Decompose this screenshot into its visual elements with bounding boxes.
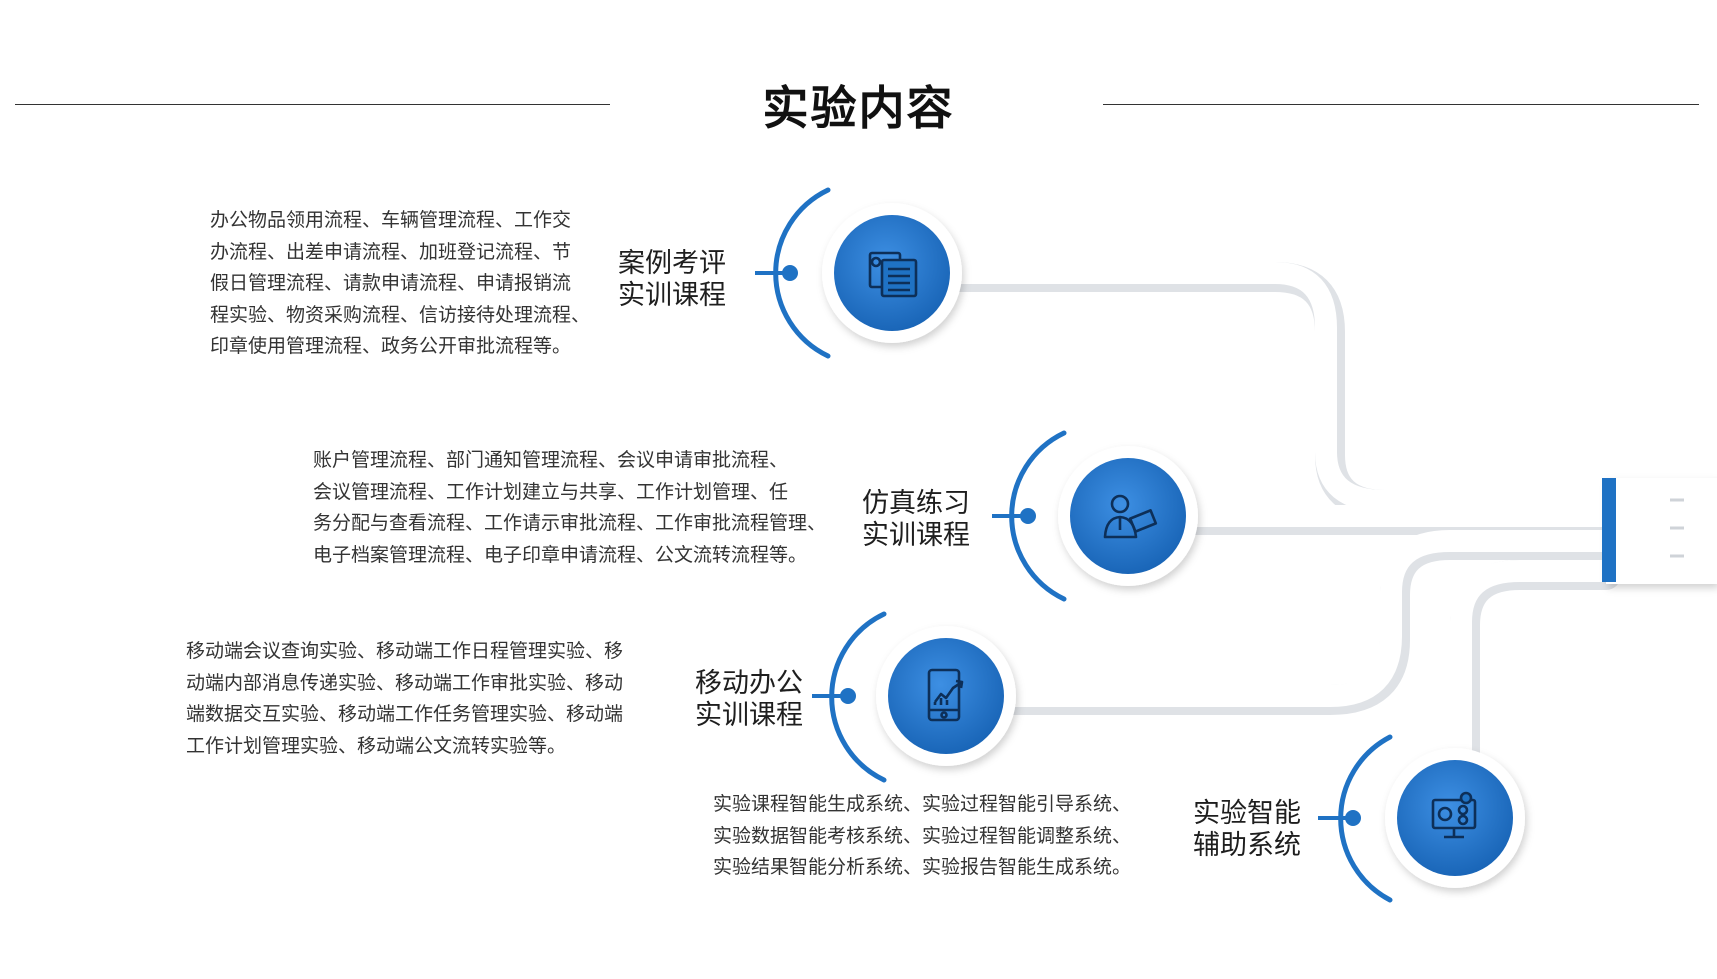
node-3-label: 移动办公 实训课程: [695, 668, 803, 732]
node-2: [992, 430, 1198, 602]
node-1: [755, 187, 962, 359]
node-4-label: 实验智能 辅助系统: [1193, 798, 1301, 862]
node-2-desc-line: 账户管理流程、部门通知管理流程、会议申请审批流程、: [313, 449, 789, 471]
mobile-chart-icon: [927, 668, 964, 722]
node-1-desc-line: 印章使用管理流程、政务公开审批流程等。: [210, 335, 572, 357]
track-1-shadow: [855, 262, 1621, 520]
node-3-desc-line: 动端内部消息传递实验、移动端工作审批实验、移动: [186, 671, 624, 694]
node-1-label-line-1: 案例考评: [618, 248, 726, 279]
node-4: [1318, 734, 1525, 903]
node-1-desc-line: 办公物品领用流程、车辆管理流程、工作交: [210, 209, 572, 231]
node-3-desc-line: 工作计划管理实验、移动端公文流转实验等。: [186, 734, 567, 757]
track-1: [859, 262, 1617, 512]
node-2-disc: [1070, 458, 1186, 574]
node-1-desc-line: 办流程、出差申请流程、加班登记流程、节: [210, 240, 572, 263]
node-3: [812, 611, 1016, 783]
node-4-desc-line: 实验结果智能分析系统、实验报告智能生成系统。: [713, 856, 1132, 878]
node-4-label-line-1: 实验智能: [1193, 798, 1301, 829]
node-3-description: 移动端会议查询实验、移动端工作日程管理实验、移 动端内部消息传递实验、移动端工作…: [186, 636, 623, 762]
track-4: [1450, 560, 1617, 786]
node-4-desc-line: 实验数据智能考核系统、实验过程智能调整系统、: [713, 824, 1132, 847]
node-2-desc-line: 会议管理流程、工作计划建立与共享、工作计划管理、任: [313, 480, 789, 503]
document-list-icon: [868, 251, 918, 298]
node-3-desc-line: 端数据交互实验、移动端工作任务管理实验、移动端: [186, 703, 624, 725]
node-2-desc-line: 电子档案管理流程、电子印章申请流程、公文流转流程等。: [313, 543, 808, 566]
track-4-shadow: [1450, 560, 1621, 790]
node-4-label-line-2: 辅助系统: [1193, 830, 1301, 861]
node-3-desc-line: 移动端会议查询实验、移动端工作日程管理实验、移: [186, 640, 624, 662]
title-rule-right: [1103, 104, 1699, 105]
node-2-label: 仿真练习 实训课程: [862, 488, 970, 552]
node-2-description: 账户管理流程、部门通知管理流程、会议申请审批流程、 会议管理流程、工作计划建立与…: [313, 445, 826, 571]
node-4-desc-line: 实验课程智能生成系统、实验过程智能引导系统、: [713, 793, 1132, 815]
node-3-label-line-1: 移动办公: [695, 668, 803, 699]
monitor-finance-icon: [1431, 791, 1477, 839]
node-1-desc-line: 程实验、物资采购流程、信访接待处理流程、: [210, 303, 591, 326]
hub-connector: [1602, 478, 1717, 584]
page-title: 实验内容: [762, 81, 955, 135]
node-1-desc-line: 假日管理流程、请款申请流程、申请报销流: [210, 272, 572, 294]
node-1-label-line-2: 实训课程: [618, 280, 726, 311]
node-2-label-line-2: 实训课程: [862, 520, 970, 551]
track-3: [914, 530, 1617, 707]
title-rule-left: [15, 104, 610, 105]
presenter-icon: [1103, 494, 1158, 539]
connector-tracks: [855, 262, 1621, 790]
node-4-disc: [1397, 760, 1513, 876]
node-1-label: 案例考评 实训课程: [618, 248, 726, 312]
node-2-label-line-1: 仿真练习: [862, 488, 970, 519]
node-4-description: 实验课程智能生成系统、实验过程智能引导系统、 实验数据智能考核系统、实验过程智能…: [713, 789, 1131, 884]
node-1-description: 办公物品领用流程、车辆管理流程、工作交 办流程、出差申请流程、加班登记流程、节 …: [210, 205, 590, 363]
node-3-label-line-2: 实训课程: [695, 700, 803, 731]
node-2-desc-line: 务分配与查看流程、工作请示审批流程、工作审批流程管理、: [313, 512, 827, 534]
